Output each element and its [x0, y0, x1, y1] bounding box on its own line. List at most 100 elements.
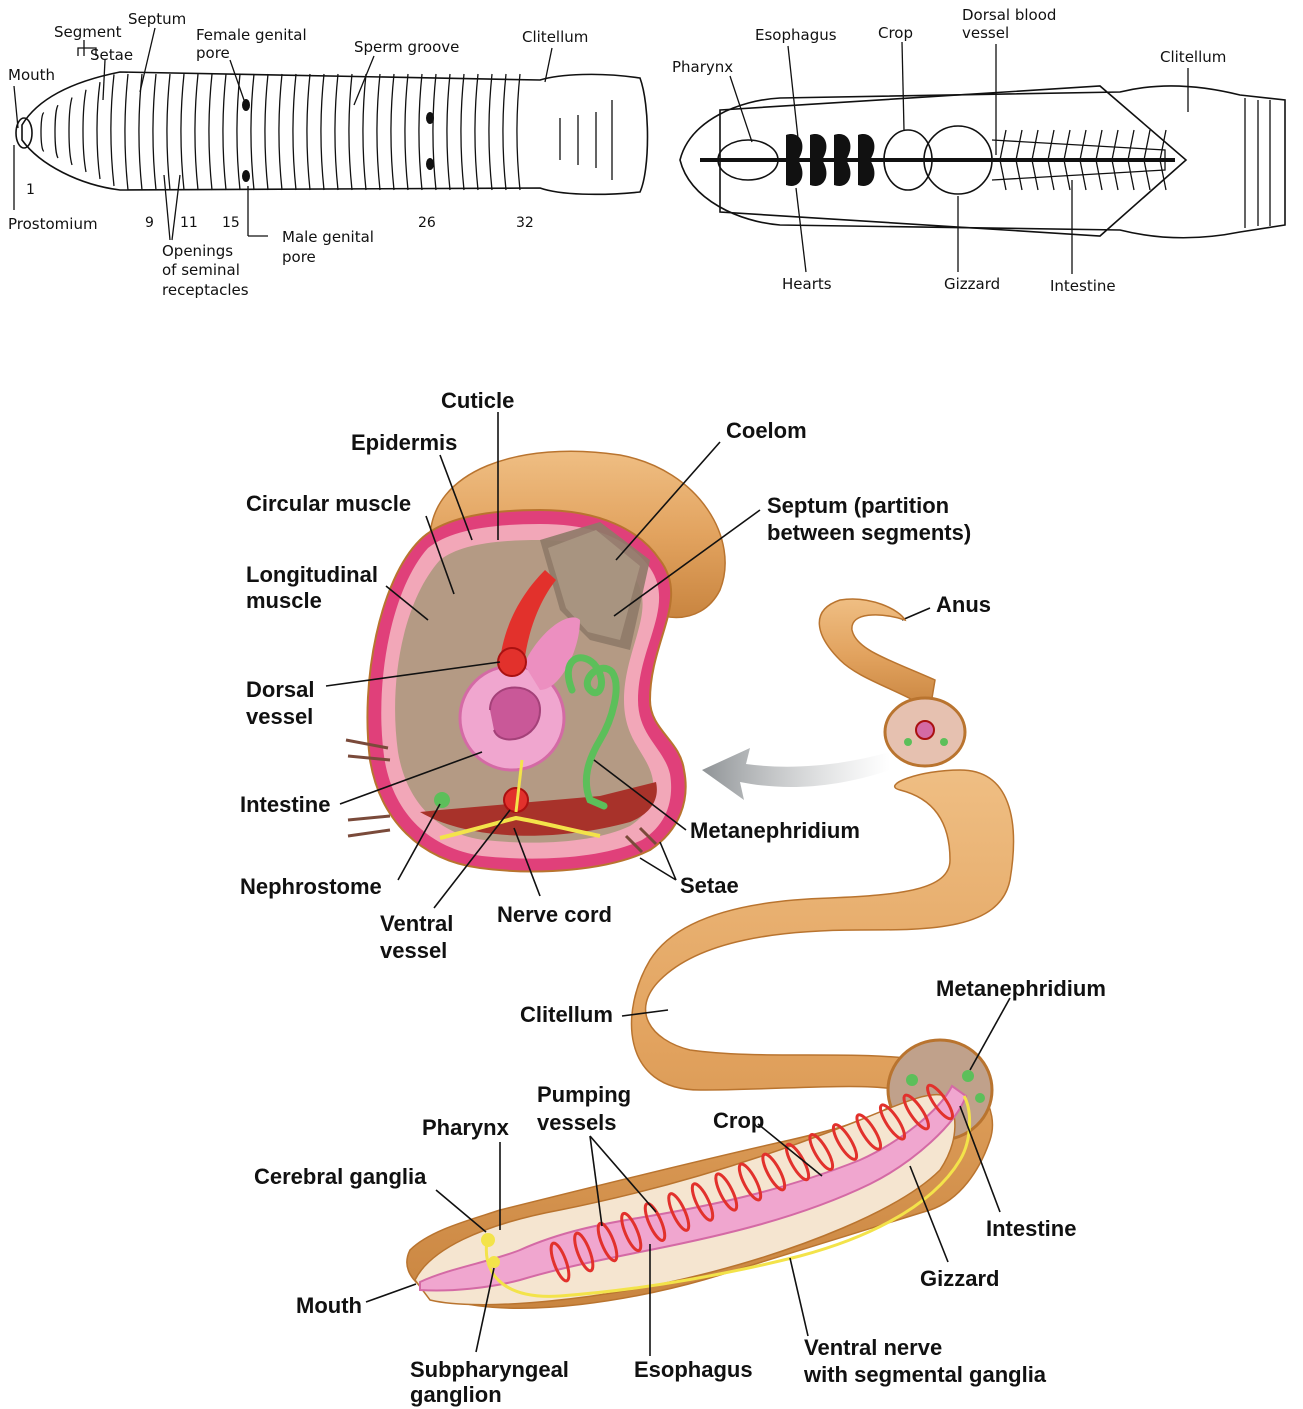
segment-number-11: 11	[180, 215, 198, 231]
segment-line	[167, 74, 170, 190]
label-dorsal-1: Dorsal	[246, 677, 314, 702]
label-cerebral-ganglia: Cerebral ganglia	[254, 1164, 427, 1189]
label-segment: Segment	[54, 23, 122, 41]
worm-subpharyngeal-ganglion	[488, 1256, 500, 1268]
label-clitellum-worm: Clitellum	[520, 1002, 613, 1027]
label-septum: Septum	[128, 10, 186, 28]
segment-line	[41, 113, 44, 151]
label-pharynx-int: Pharynx	[672, 58, 733, 76]
label-crop-int: Crop	[878, 24, 913, 42]
label-dorsal-2: vessel	[246, 704, 313, 729]
segment-line	[307, 74, 310, 190]
segment-number-9: 9	[145, 215, 154, 231]
label-pumping-2: vessels	[537, 1110, 617, 1135]
label-crop-worm: Crop	[713, 1108, 764, 1133]
segment-line	[97, 82, 100, 179]
internal-view: Pharynx Esophagus Crop Dorsal blood vess…	[672, 6, 1285, 295]
label-openings-1: Openings	[162, 242, 233, 260]
segment-number-1: 1	[26, 182, 35, 198]
label-openings-3: receptacles	[162, 281, 249, 299]
segment-line	[251, 74, 254, 190]
label-ventral-nerve-1: Ventral nerve	[804, 1335, 942, 1360]
label-ventral-nerve-2: with segmental ganglia	[803, 1362, 1047, 1387]
label-septum-2: between segments)	[767, 520, 971, 545]
label-epidermis: Epidermis	[351, 430, 457, 455]
vessel-branch	[1048, 160, 1054, 190]
vessel-branch	[1144, 160, 1150, 190]
label-esophagus-int: Esophagus	[755, 26, 837, 44]
segment-number-26: 26	[418, 215, 436, 231]
label-intestine-int: Intestine	[1050, 277, 1116, 295]
label-setae-cs: Setae	[680, 873, 739, 898]
label-setae: Setae	[90, 46, 133, 64]
segment-line	[321, 74, 324, 190]
segment-line	[265, 74, 268, 190]
label-subpharyngeal-2: ganglion	[410, 1382, 502, 1407]
female-genital-pore-mark	[242, 99, 250, 111]
label-gizzard-int: Gizzard	[944, 275, 1000, 293]
label-cuticle: Cuticle	[441, 388, 514, 413]
segment-line	[181, 74, 184, 190]
label-anus: Anus	[936, 592, 991, 617]
vessel-branch	[1096, 130, 1102, 160]
segment-line	[391, 74, 394, 190]
segment-line	[293, 74, 296, 190]
segment-line	[69, 98, 72, 166]
segment-number-15: 15	[222, 215, 240, 231]
segment-line	[475, 74, 478, 190]
label-intestine-worm: Intestine	[986, 1216, 1076, 1241]
segment-line	[279, 74, 282, 190]
label-sperm-groove: Sperm groove	[354, 38, 459, 56]
label-hearts-int: Hearts	[782, 275, 832, 293]
label-esophagus-worm: Esophagus	[634, 1357, 753, 1382]
label-openings-2: of seminal	[162, 261, 240, 279]
external-segment-lines	[41, 74, 520, 190]
segment-line	[419, 74, 422, 190]
vessel-branch	[1128, 160, 1134, 190]
label-pharynx-worm: Pharynx	[422, 1115, 510, 1140]
segment-line	[237, 74, 240, 190]
label-female-pore-2: pore	[196, 44, 230, 62]
segment-line	[489, 74, 492, 190]
vessel-branch	[1016, 130, 1022, 160]
label-gizzard-worm: Gizzard	[920, 1266, 999, 1291]
label-clitellum-ext: Clitellum	[522, 28, 588, 46]
label-circular-muscle: Circular muscle	[246, 491, 411, 516]
vessel-branch	[1128, 130, 1134, 160]
segment-line	[363, 74, 366, 190]
label-male-pore-2: pore	[282, 248, 316, 266]
vessel-branch	[1032, 130, 1038, 160]
segment-line	[125, 74, 128, 190]
label-male-pore-1: Male genital	[282, 228, 374, 246]
male-genital-pore-mark	[242, 170, 250, 182]
segment-number-32: 32	[516, 215, 534, 231]
label-prostomium: Prostomium	[8, 215, 98, 233]
label-nephrostome: Nephrostome	[240, 874, 382, 899]
label-coelom: Coelom	[726, 418, 807, 443]
external-view: Segment Septum Setae Mouth Female genita…	[8, 10, 648, 299]
segment-line	[405, 74, 408, 190]
segment-line	[349, 74, 352, 190]
label-mouth: Mouth	[8, 66, 55, 84]
segment-line	[153, 74, 156, 190]
segment-line	[377, 74, 380, 190]
label-clitellum-int: Clitellum	[1160, 48, 1226, 66]
label-longitudinal-2: muscle	[246, 588, 322, 613]
segment-line	[111, 74, 114, 186]
label-mouth-worm: Mouth	[296, 1293, 362, 1318]
label-metanephridium-worm: Metanephridium	[936, 976, 1106, 1001]
label-subpharyngeal-1: Subpharyngeal	[410, 1357, 569, 1382]
worm-cerebral-ganglia	[481, 1233, 495, 1247]
vessel-branch	[1112, 130, 1118, 160]
vessel-branch	[1112, 160, 1118, 190]
vessel-branch	[1000, 160, 1006, 190]
segment-line	[433, 74, 436, 190]
cross-section-dorsal-vessel	[498, 648, 526, 676]
segment-line	[209, 74, 212, 190]
segment-line	[223, 74, 226, 190]
label-dorsal-int-1: Dorsal blood	[962, 6, 1056, 24]
label-septum-1: Septum (partition	[767, 493, 949, 518]
segment-line	[517, 74, 520, 190]
label-ventral-2: vessel	[380, 938, 447, 963]
